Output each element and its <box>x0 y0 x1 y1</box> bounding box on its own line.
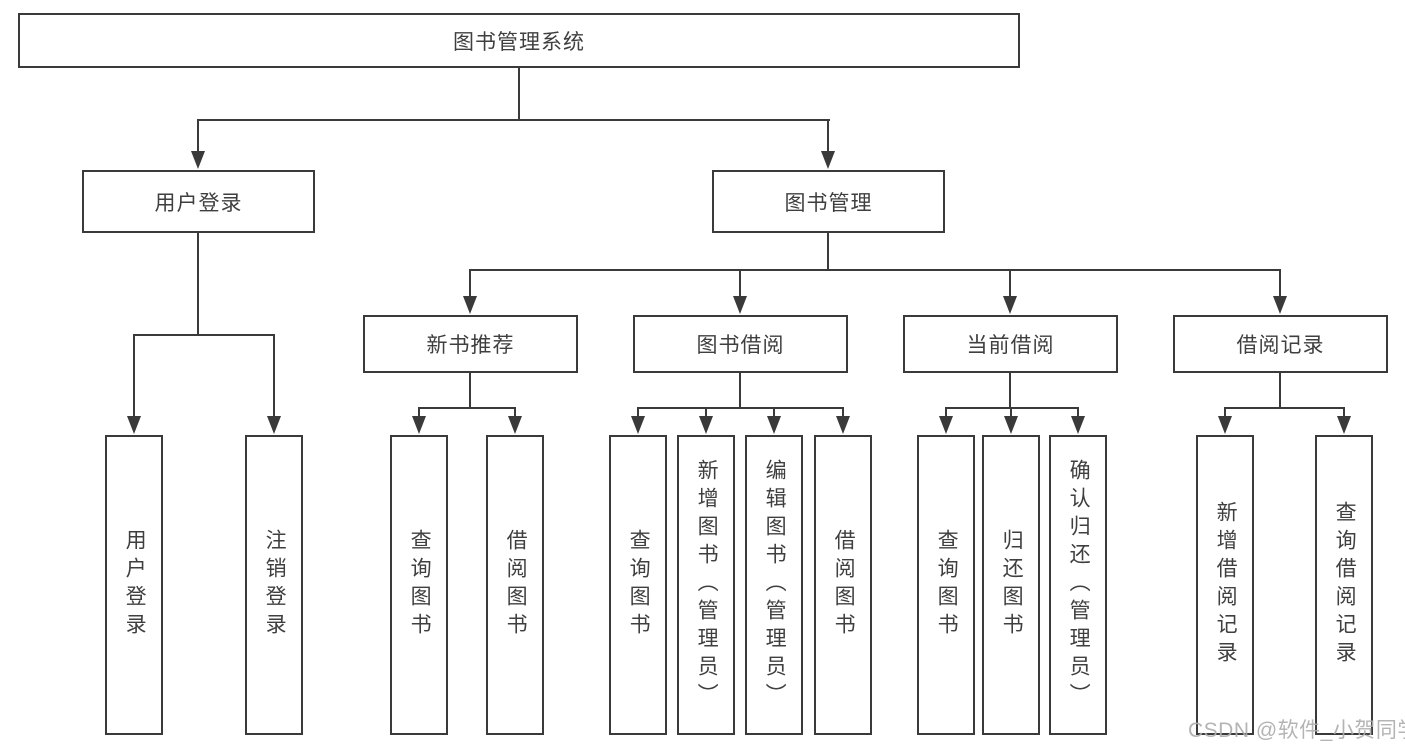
node-add-books-admin: 新增图书（管理员） <box>677 435 735 735</box>
connector-line <box>469 269 471 298</box>
node-label: 图书管理系统 <box>453 30 585 54</box>
arrow-down-icon <box>1337 416 1351 434</box>
node-user-login-leaf: 用户登录 <box>105 435 163 735</box>
node-label: 新增借阅记录 <box>1214 501 1238 669</box>
node-add-borrow-record: 新增借阅记录 <box>1196 435 1254 735</box>
connector-line <box>739 371 741 409</box>
node-label: 查询图书 <box>408 529 432 641</box>
node-root: 图书管理系统 <box>18 13 1020 68</box>
arrow-down-icon <box>836 416 850 434</box>
connector-line <box>1077 407 1079 418</box>
node-edit-books-admin: 编辑图书（管理员） <box>745 435 803 735</box>
arrow-down-icon <box>939 416 953 434</box>
arrow-down-icon <box>1218 416 1232 434</box>
connector-line <box>1009 371 1011 409</box>
node-label: 归还图书 <box>1000 529 1024 641</box>
connector-line <box>945 407 947 418</box>
node-label: 图书借阅 <box>696 334 785 357</box>
connector-line <box>418 407 516 409</box>
connector-line <box>518 66 520 121</box>
connector-line <box>1010 407 1012 418</box>
arrow-down-icon <box>1273 296 1287 314</box>
connector-line <box>469 371 471 409</box>
connector-line <box>1224 407 1226 418</box>
node-label: 用户登录 <box>123 529 147 641</box>
node-label: 图书管理 <box>784 191 873 215</box>
connector-line <box>842 407 844 418</box>
connector-line <box>469 269 1281 271</box>
node-logout-leaf: 注销登录 <box>245 435 303 735</box>
connector-line <box>1279 269 1281 298</box>
node-borrowing-records: 借阅记录 <box>1173 315 1388 373</box>
connector-line <box>273 334 275 418</box>
node-borrow-books-recommend: 借阅图书 <box>486 435 544 735</box>
connector-line <box>133 334 275 336</box>
node-label: 用户登录 <box>154 191 243 215</box>
connector-line <box>827 119 829 154</box>
arrow-down-icon <box>631 416 645 434</box>
watermark: CSDN @软件_小贺同学 <box>1188 719 1405 742</box>
connector-line <box>739 269 741 298</box>
node-label: 查询借阅记录 <box>1333 501 1357 669</box>
node-book-management-branch: 图书管理 <box>712 170 945 233</box>
arrow-down-icon <box>1071 416 1085 434</box>
node-label: 新增图书（管理员） <box>695 459 719 711</box>
connector-line <box>418 407 420 418</box>
node-label: 当前借阅 <box>966 334 1055 357</box>
node-confirm-return-admin: 确认归还（管理员） <box>1049 435 1107 735</box>
connector-line <box>1279 371 1281 409</box>
node-book-borrowing: 图书借阅 <box>633 315 848 373</box>
connector-line <box>1343 407 1345 418</box>
connector-line <box>197 119 830 121</box>
node-label: 注销登录 <box>263 529 287 641</box>
arrow-down-icon <box>191 151 205 169</box>
connector-line <box>705 407 707 418</box>
connector-line <box>637 407 639 418</box>
connector-line <box>637 407 844 409</box>
node-label: 确认归还（管理员） <box>1067 459 1091 711</box>
arrow-down-icon <box>767 416 781 434</box>
node-query-books-recommend: 查询图书 <box>390 435 448 735</box>
node-label: 借阅记录 <box>1236 334 1325 357</box>
arrow-down-icon <box>412 416 426 434</box>
connector-line <box>1224 407 1344 409</box>
node-label: 查询图书 <box>627 529 651 641</box>
connector-line <box>133 334 135 418</box>
node-label: 借阅图书 <box>504 529 528 641</box>
node-borrow-books-borrowing: 借阅图书 <box>814 435 872 735</box>
arrow-down-icon <box>733 296 747 314</box>
connector-line <box>827 231 829 271</box>
arrow-down-icon <box>508 416 522 434</box>
arrow-down-icon <box>1003 296 1017 314</box>
node-current-borrowing: 当前借阅 <box>903 315 1118 373</box>
arrow-down-icon <box>699 416 713 434</box>
node-user-login-branch: 用户登录 <box>82 170 315 233</box>
node-query-books-current: 查询图书 <box>917 435 975 735</box>
node-label: 新书推荐 <box>426 334 515 357</box>
arrow-down-icon <box>1004 416 1018 434</box>
connector-line <box>197 231 199 336</box>
node-label: 查询图书 <box>935 529 959 641</box>
node-new-book-recommendation: 新书推荐 <box>363 315 578 373</box>
node-label: 借阅图书 <box>832 529 856 641</box>
connector-line <box>197 119 199 154</box>
arrow-down-icon <box>267 416 281 434</box>
connector-line <box>1009 269 1011 298</box>
connector-line <box>514 407 516 418</box>
node-label: 编辑图书（管理员） <box>763 459 787 711</box>
arrow-down-icon <box>463 296 477 314</box>
node-return-books: 归还图书 <box>982 435 1040 735</box>
arrow-down-icon <box>821 151 835 169</box>
node-query-borrow-record: 查询借阅记录 <box>1315 435 1373 735</box>
node-query-books-borrowing: 查询图书 <box>609 435 667 735</box>
connector-line <box>773 407 775 418</box>
arrow-down-icon <box>127 416 141 434</box>
